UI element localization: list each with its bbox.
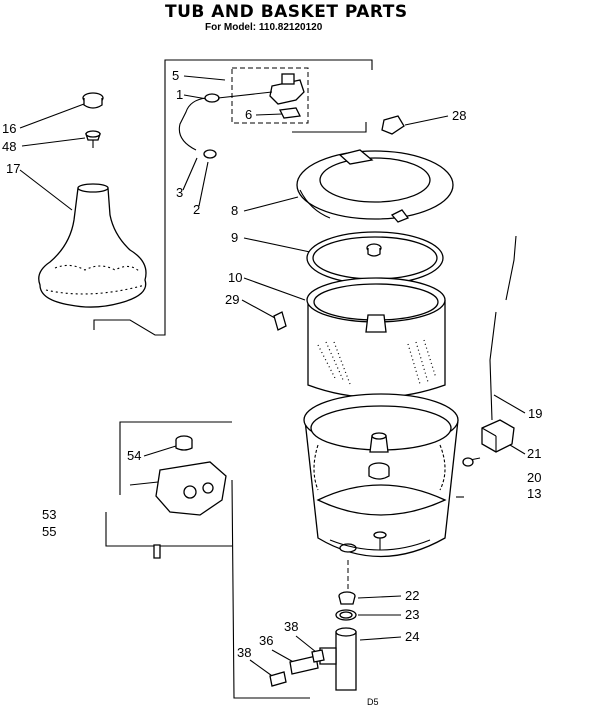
outlet-21 xyxy=(481,419,515,453)
agitator xyxy=(38,183,147,308)
diagram-code: D5 xyxy=(367,697,379,707)
callout-1: 1 xyxy=(176,87,183,102)
callout-23: 23 xyxy=(405,607,419,622)
callout-10: 10 xyxy=(228,270,242,285)
callout-48: 48 xyxy=(2,139,16,154)
leader-lines xyxy=(19,75,526,679)
callout-36: 36 xyxy=(259,633,273,648)
callout-6: 6 xyxy=(245,107,252,122)
callout-38-right: 38 xyxy=(284,619,298,634)
hub-12 xyxy=(368,462,390,480)
tub-cover xyxy=(296,149,454,223)
clip-29 xyxy=(273,311,287,331)
bracket-28 xyxy=(381,115,405,135)
drain-hose xyxy=(489,235,517,421)
callout-53: 53 xyxy=(42,507,56,522)
callout-20: 20 xyxy=(527,470,541,485)
callout-2: 2 xyxy=(193,202,200,217)
callout-55: 55 xyxy=(42,524,56,539)
valve-hose xyxy=(178,91,273,159)
callout-24: 24 xyxy=(405,629,419,644)
valve-bracket xyxy=(93,59,373,336)
agitator-cap xyxy=(82,92,104,109)
agitator-fastener xyxy=(85,130,101,148)
callout-5: 5 xyxy=(172,68,179,83)
callout-16: 16 xyxy=(2,121,16,136)
callout-3: 3 xyxy=(176,185,183,200)
bolt-14 xyxy=(373,531,387,550)
drain-parts xyxy=(269,560,357,691)
nut-18 xyxy=(366,243,382,257)
callout-19: 19 xyxy=(528,406,542,421)
callout-54: 54 xyxy=(127,448,141,463)
callout-17: 17 xyxy=(6,161,20,176)
diagram-title: TUB AND BASKET PARTS xyxy=(165,2,408,22)
water-valve xyxy=(269,73,305,119)
callout-22: 22 xyxy=(405,588,419,603)
callout-13: 13 xyxy=(527,486,541,501)
transmission xyxy=(129,435,227,559)
outer-tub xyxy=(303,393,459,558)
callout-21: 21 xyxy=(527,446,541,461)
callout-9: 9 xyxy=(231,230,238,245)
transmission-bracket xyxy=(105,421,310,699)
callout-8: 8 xyxy=(231,203,238,218)
tub-ring xyxy=(306,231,444,285)
seal-11 xyxy=(369,432,389,453)
callout-28: 28 xyxy=(452,108,466,123)
callout-29: 29 xyxy=(225,292,239,307)
spin-basket xyxy=(306,277,446,399)
clamp-20 xyxy=(462,457,474,467)
callout-38-left: 38 xyxy=(237,645,251,660)
model-number: For Model: 110.82120120 xyxy=(205,22,323,33)
